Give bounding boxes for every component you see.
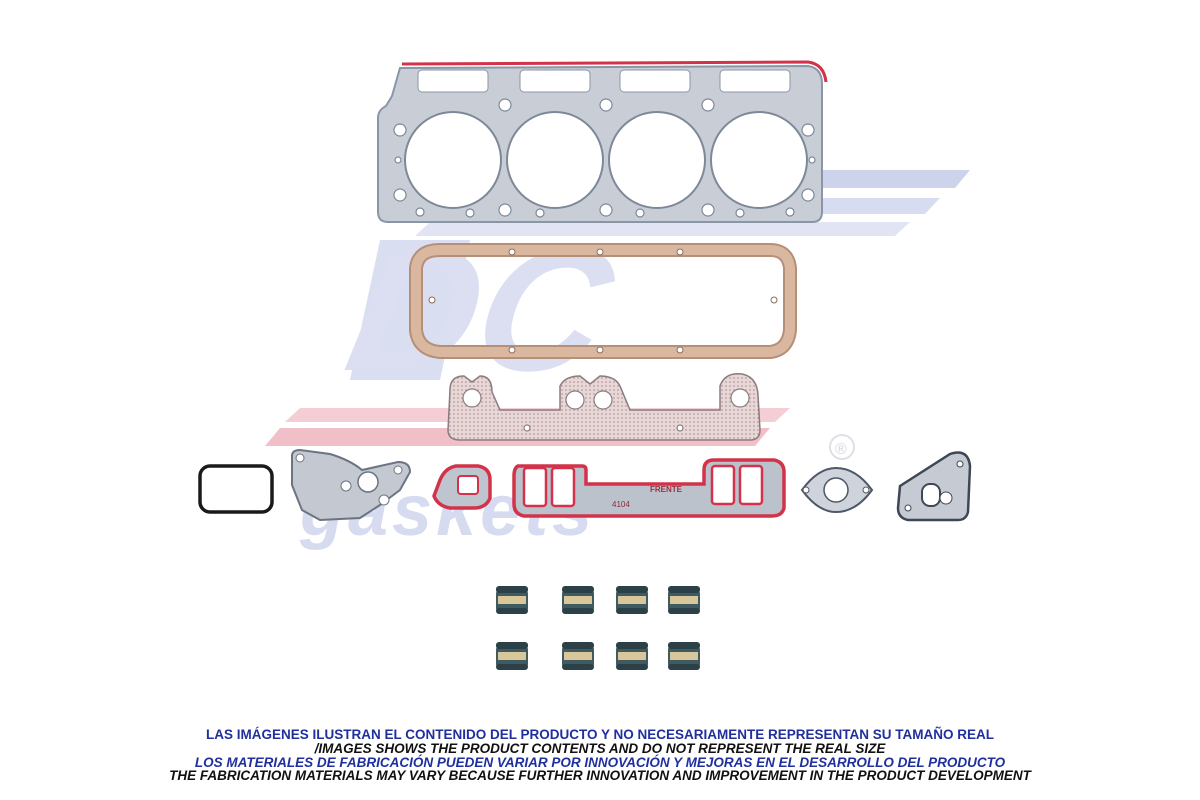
manifold-frente-label: FRENTE: [650, 485, 683, 494]
valve-stem-seal: [496, 586, 528, 614]
exhaust-manifold-gasket: [447, 373, 761, 441]
disclaimer-line-spanish-size: LAS IMÁGENES ILUSTRAN EL CONTENIDO DEL P…: [205, 727, 995, 742]
registered-mark-circle: [829, 434, 855, 460]
valve-stem-seal: [616, 642, 648, 670]
valve-stem-seal: [668, 586, 700, 614]
disclaimer-line-spanish-materials: LOS MATERIALES DE FABRICACIÓN PUEDEN VAR…: [194, 755, 1006, 770]
valve-stem-seals: [496, 586, 700, 670]
valve-cover-gasket: [409, 243, 797, 359]
intake-manifold-gasket: FRENTE 4104: [512, 458, 786, 518]
disclaimer-line-english-size: /IMAGES SHOWS THE PRODUCT CONTENTS AND D…: [314, 741, 886, 756]
valve-stem-seal: [496, 642, 528, 670]
valve-stem-seal: [562, 642, 594, 670]
disclaimer-line-english-materials: THE FABRICATION MATERIALS MAY VARY BECAU…: [169, 768, 1031, 783]
cylinder-head-gasket: [377, 60, 828, 223]
valve-stem-seal: [668, 642, 700, 670]
fuel-pump-gasket: [896, 451, 972, 522]
egr-flange-gasket: [800, 466, 874, 514]
registered-mark: ®: [835, 441, 847, 458]
front-cover-gasket: [291, 448, 412, 522]
thermostat-housing-gasket: [198, 464, 274, 514]
valve-stem-seal: [562, 586, 594, 614]
manifold-part-number: 4104: [612, 500, 630, 509]
water-outlet-gasket: [432, 464, 492, 510]
valve-stem-seal: [616, 586, 648, 614]
